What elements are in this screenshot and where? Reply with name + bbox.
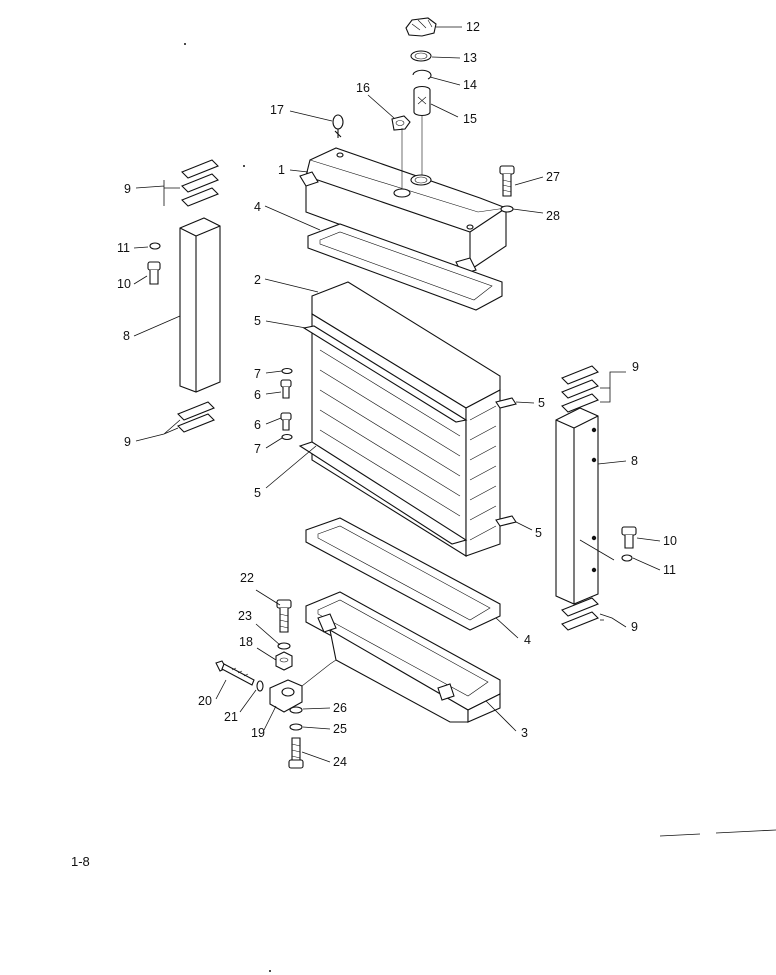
callout-5-upper-left: 5 — [254, 314, 261, 328]
callout-10-right: 10 — [663, 534, 677, 548]
lower-tank-part — [305, 591, 501, 723]
callout-5-lower-right: 5 — [535, 526, 542, 540]
callout-12: 12 — [466, 20, 480, 34]
drain-washer-part — [277, 642, 291, 650]
right-side-guard-part — [555, 407, 599, 605]
left-guard-bolt-part — [147, 261, 161, 285]
callout-9-right-bottom: 9 — [631, 620, 638, 634]
snap-ring-part — [412, 69, 432, 80]
callout-14: 14 — [463, 78, 477, 92]
drain-ring-lower-part — [289, 723, 303, 731]
left-bottom-spacer-part — [177, 401, 215, 433]
callout-27: 27 — [546, 170, 560, 184]
callout-8-right: 8 — [631, 454, 638, 468]
leader-lines — [133, 26, 661, 763]
callout-2: 2 — [254, 273, 261, 287]
drain-plug-bolt-part — [288, 737, 304, 769]
callout-26: 26 — [333, 701, 347, 715]
upper-gasket-part — [307, 223, 503, 311]
drain-nut-part — [275, 651, 293, 671]
drain-valve-body-part — [269, 659, 337, 713]
callout-18: 18 — [239, 635, 253, 649]
radiator-core-part — [298, 281, 501, 557]
radiator-cap-part — [405, 17, 437, 37]
callout-11-left: 11 — [117, 241, 130, 255]
drain-ring-part — [289, 706, 303, 714]
left-top-spacer-part — [181, 159, 219, 207]
callout-1: 1 — [278, 163, 285, 177]
page-number: 1-8 — [71, 854, 90, 869]
callout-6-upper: 6 — [254, 388, 261, 402]
callout-5-lower-left: 5 — [254, 486, 261, 500]
callout-9-left-bottom: 9 — [124, 435, 131, 449]
callout-21: 21 — [224, 710, 238, 724]
callout-25: 25 — [333, 722, 347, 736]
left-guard-washer-part — [149, 242, 161, 250]
lower-gasket-part — [305, 517, 501, 631]
callout-5-upper-right: 5 — [538, 396, 545, 410]
pipe-fitting-part — [391, 115, 411, 131]
callout-4-lower: 4 — [524, 633, 531, 647]
callout-4-upper: 4 — [254, 200, 261, 214]
right-guard-bolt-part — [621, 526, 637, 549]
callout-17: 17 — [270, 103, 284, 117]
upper-tank-part — [299, 116, 507, 275]
callout-13: 13 — [463, 51, 477, 65]
callout-16: 16 — [356, 81, 370, 95]
right-top-spacer-part — [561, 365, 599, 413]
drain-bolt-part — [276, 599, 292, 633]
callout-9-right-top: 9 — [632, 360, 639, 374]
hex-bolt-part — [215, 660, 255, 686]
callout-11-right: 11 — [663, 563, 676, 577]
tank-bolt-part — [499, 165, 515, 197]
callout-labels: 12 13 14 15 16 17 1 27 28 4 2 5 7 6 6 7 … — [117, 20, 677, 769]
callout-28: 28 — [546, 209, 560, 223]
bolt-washer-part — [256, 680, 264, 692]
callout-6-lower: 6 — [254, 418, 261, 432]
callout-24: 24 — [333, 755, 347, 769]
callout-19: 19 — [251, 726, 265, 740]
callout-22: 22 — [240, 571, 254, 585]
callout-7-lower: 7 — [254, 442, 261, 456]
cap-seal-ring-part — [410, 50, 432, 62]
filler-neck-part — [413, 85, 431, 117]
core-bolt-upper-part — [280, 379, 292, 399]
core-washer-lower-part — [281, 433, 293, 441]
tank-washer-part — [500, 205, 514, 213]
callout-8-left: 8 — [123, 329, 130, 343]
callout-15: 15 — [463, 112, 477, 126]
eye-bolt-part — [332, 114, 344, 138]
callout-9-left-top: 9 — [124, 182, 131, 196]
callout-23: 23 — [238, 609, 252, 623]
callout-3: 3 — [521, 726, 528, 740]
print-marks — [184, 43, 776, 972]
right-guard-washer-part — [621, 554, 633, 562]
callout-7-upper: 7 — [254, 367, 261, 381]
callout-20: 20 — [198, 694, 212, 708]
callout-10-left: 10 — [117, 277, 131, 291]
core-washer-upper-part — [281, 367, 293, 375]
right-bottom-spacer-part — [561, 597, 599, 631]
core-bolt-lower-part — [280, 412, 292, 431]
left-side-guard-part — [179, 217, 221, 393]
